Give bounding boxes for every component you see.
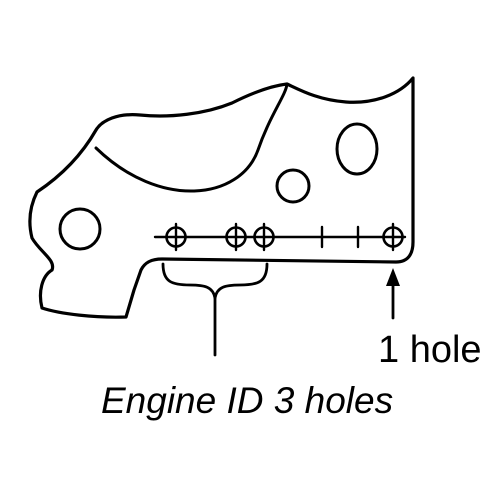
top-right-oval-hole bbox=[335, 122, 379, 176]
single-reference-hole bbox=[382, 222, 404, 252]
engine-id-hole-2 bbox=[225, 222, 247, 252]
engine-id-hole-3 bbox=[253, 222, 275, 252]
engine-id-hole-1 bbox=[165, 222, 187, 252]
engine-id-brace bbox=[161, 262, 269, 300]
left-mount-hole bbox=[58, 207, 102, 251]
engine-id-label: Engine ID 3 holes bbox=[101, 380, 393, 421]
upper-mount-hole bbox=[275, 168, 311, 204]
inner-contour bbox=[94, 82, 289, 193]
part-outline bbox=[28, 76, 415, 319]
one-hole-arrowhead bbox=[386, 268, 400, 286]
one-hole-label: 1 hole bbox=[378, 329, 482, 371]
